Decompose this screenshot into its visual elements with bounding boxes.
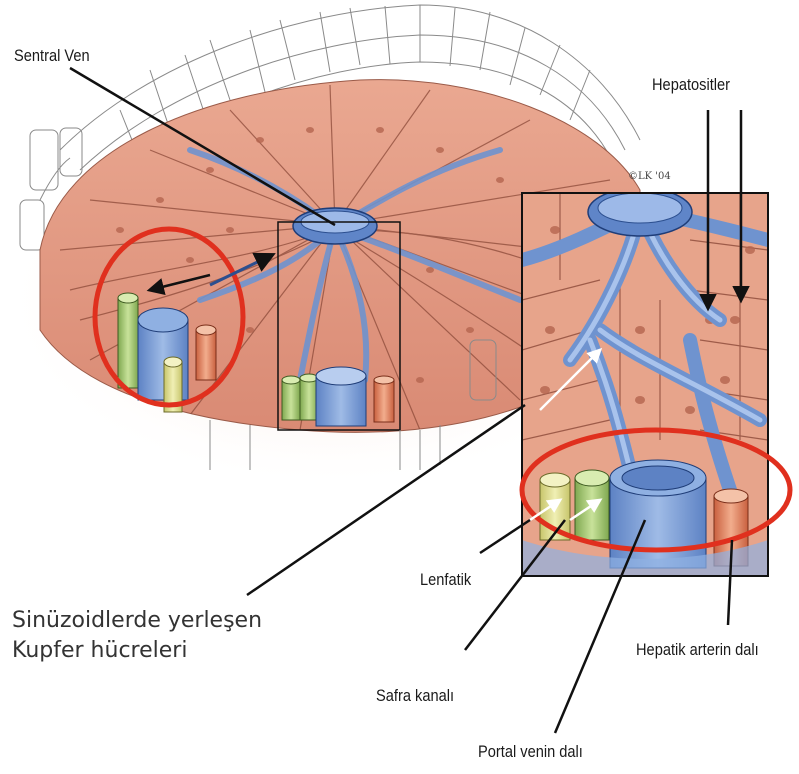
label-kupfer-line2: Kupfer hücreleri (12, 640, 187, 662)
label-hepatik-arter: Hepatik arterin dalı (636, 641, 759, 658)
label-safra-kanali: Safra kanalı (376, 687, 454, 704)
central-vein (293, 208, 377, 244)
label-hepatositler: Hepatositler (652, 76, 730, 93)
label-portal-ven: Portal venin dalı (478, 743, 583, 760)
leader-safra (465, 520, 565, 650)
illustration-credit: ©LK '04 (628, 171, 671, 182)
zoom-inset (522, 188, 768, 576)
label-kupfer-line1: Sinüzoidlerde yerleşen (12, 610, 262, 632)
label-sentral-ven: Sentral Ven (14, 47, 90, 64)
label-lenfatik: Lenfatik (420, 571, 471, 588)
